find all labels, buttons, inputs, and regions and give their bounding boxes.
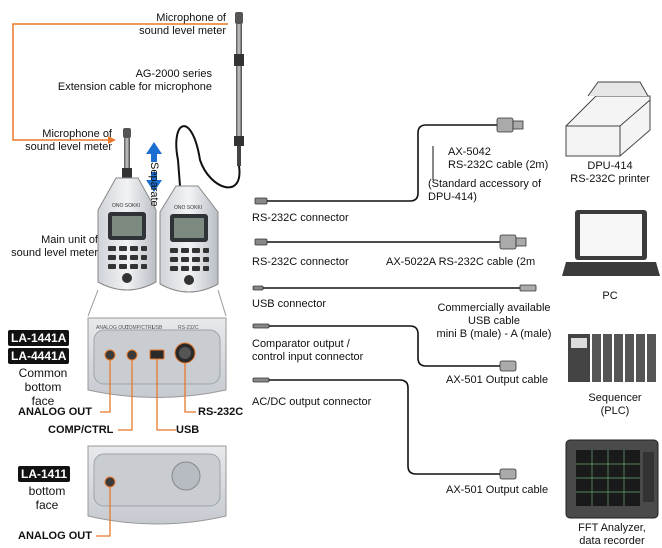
badge-la1411: LA-1411 (18, 466, 71, 482)
right-end-connectors (496, 117, 537, 480)
label-bottom-face: bottom face (28, 484, 66, 512)
separate-arrows (146, 142, 162, 192)
cable-connectors (252, 197, 270, 383)
label-dpu414: DPU-414 RS-232C printer (570, 160, 650, 185)
meter-brand-right: ONO SOKKI (174, 205, 203, 211)
label-rs232c-connector-2: RS-232C connector (252, 256, 349, 268)
label-analog-out-1: ANALOG OUT (18, 406, 92, 418)
label-mic-left: Microphone of sound level meter (25, 128, 112, 153)
panel-analog-out-text: ANALOG OUT (96, 325, 129, 331)
label-comparator-connector: Comparator output / control input connec… (252, 338, 364, 363)
panel-comp-ctrl-text: COMP/CTRL (125, 325, 155, 331)
fft-analyzer (565, 439, 659, 519)
badge-la4441a: LA-4441A (8, 348, 70, 364)
label-usb: USB (176, 424, 200, 436)
label-rs232c-connector-1: RS-232C connector (252, 212, 349, 224)
badge-la1441a: LA-1441A (8, 330, 70, 346)
sequencer-plc (568, 334, 656, 382)
la1411-bottom-face-panel (87, 445, 227, 525)
microphone-top (234, 12, 244, 166)
sound-level-meter-right (159, 185, 219, 293)
port-pointer-lines (100, 359, 196, 431)
meter-brand-left: ONO SOKKI (112, 203, 141, 209)
microphone-left (122, 128, 132, 178)
label-comp-ctrl: COMP/CTRL (48, 424, 114, 436)
label-usb-cable: Commercially available USB cable mini B … (436, 302, 552, 340)
label-usb-connector: USB connector (252, 298, 326, 310)
sound-level-meter-left (97, 177, 157, 291)
panel-usb-text: USB (152, 325, 163, 331)
label-extension-cable: AG-2000 series Extension cable for micro… (57, 68, 212, 93)
printer-device (565, 81, 651, 157)
label-sequencer: Sequencer (PLC) (588, 392, 642, 417)
label-rs232c: RS-232C (198, 406, 244, 418)
separate-bracket-line (12, 23, 228, 144)
label-standard-accessory: (Standard accessory of DPU-414) (428, 178, 542, 203)
cables (263, 124, 520, 475)
label-analog-out-2: ANALOG OUT (18, 530, 92, 542)
label-separate: Separate (148, 162, 160, 207)
callout-lines (87, 289, 227, 317)
extension-cable (175, 125, 241, 189)
common-bottom-face-panel (87, 317, 227, 398)
label-ax5022a: AX-5022A RS-232C cable (2m (386, 256, 536, 268)
label-ax5042: AX-5042 RS-232C cable (2m) (448, 146, 549, 171)
label-acdc-connector: AC/DC output connector (252, 396, 372, 408)
label-ax501-1: AX-501 Output cable (446, 374, 549, 386)
label-main-unit: Main unit of sound level meter (11, 234, 98, 259)
label-ax501-2: AX-501 Output cable (446, 484, 549, 496)
label-fft-analyzer: FFT Analyzer, data recorder (578, 522, 646, 547)
panel-rs232c-text: RS-232C (178, 325, 199, 331)
analog-out-pointer-line (96, 487, 111, 537)
label-pc: PC (602, 290, 618, 302)
label-common-bottom: Common bottom face (18, 366, 68, 408)
pc-laptop (562, 210, 660, 276)
label-mic-top: Microphone of sound level meter (139, 12, 226, 37)
